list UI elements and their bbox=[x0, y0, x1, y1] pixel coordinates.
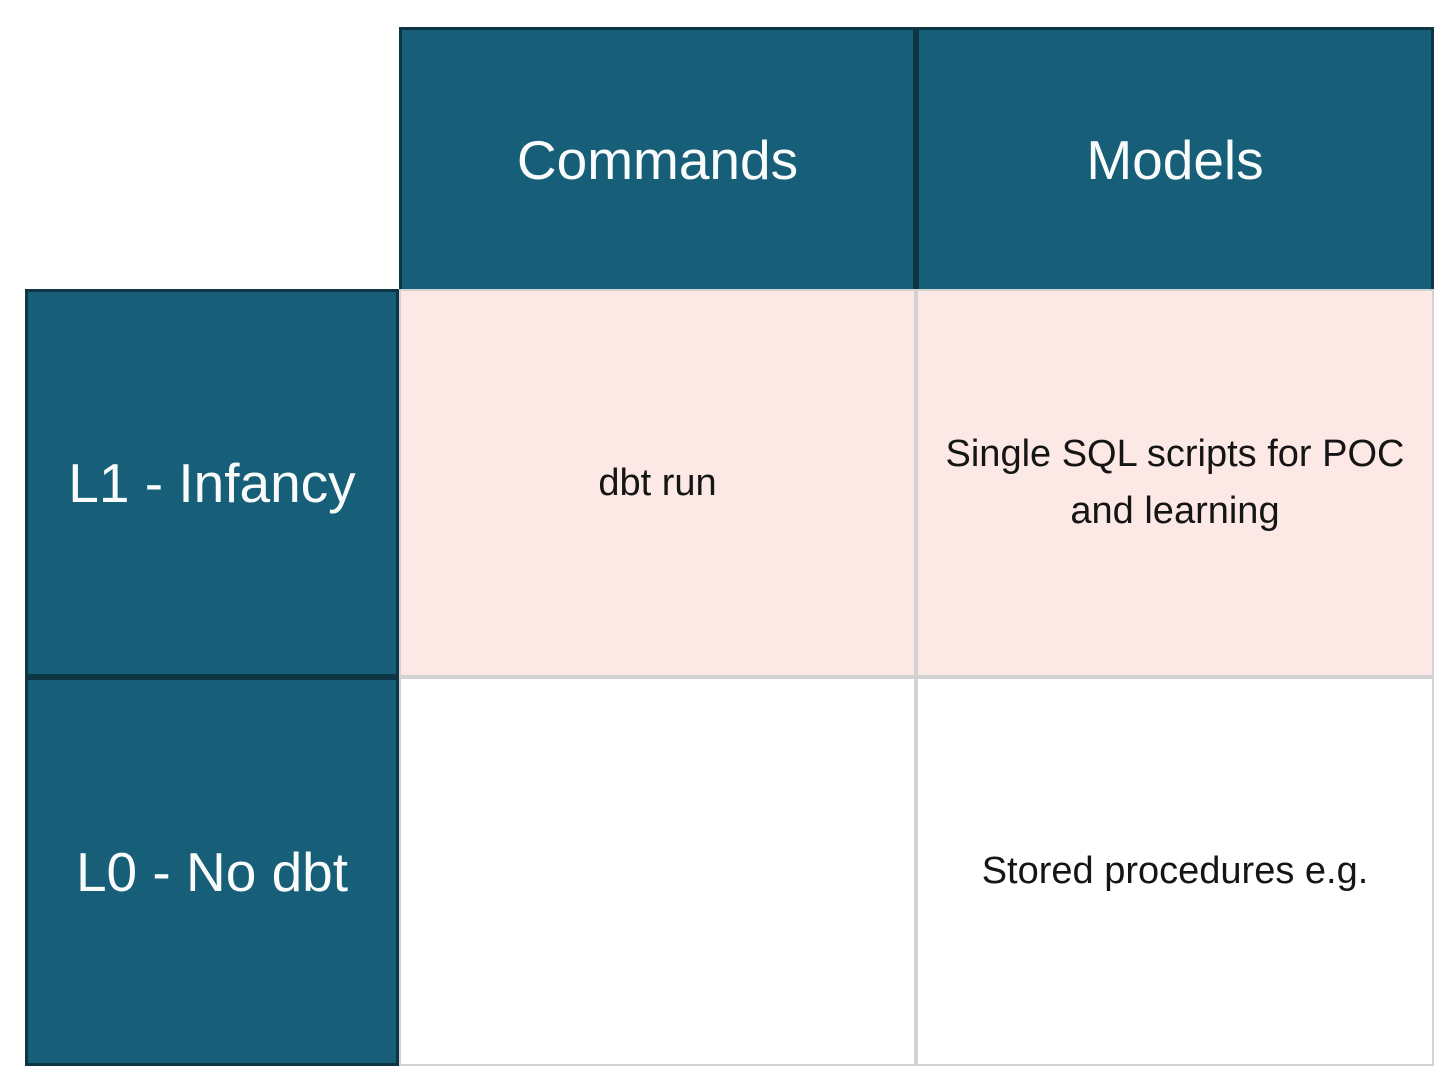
cell-l0-commands bbox=[399, 677, 916, 1066]
cell-l1-commands: dbt run bbox=[399, 289, 916, 677]
column-header-models: Models bbox=[916, 27, 1434, 289]
row-header-l0-label: L0 - No dbt bbox=[75, 840, 349, 903]
row-header-l1-infancy: L1 - Infancy bbox=[25, 289, 399, 677]
column-header-commands-label: Commands bbox=[516, 128, 799, 191]
maturity-matrix-table: Commands Models L1 - Infancy dbt run Sin… bbox=[25, 27, 1434, 1066]
cell-l1-models: Single SQL scripts for POC and learning bbox=[916, 289, 1434, 677]
column-header-models-label: Models bbox=[1086, 128, 1264, 191]
row-header-l1-label: L1 - Infancy bbox=[68, 452, 356, 514]
column-header-commands: Commands bbox=[399, 27, 916, 289]
cell-l0-models-text: Stored procedures e.g. bbox=[981, 850, 1369, 892]
cell-l1-models-text: Single SQL scripts for POC and learning bbox=[945, 433, 1405, 532]
cell-l0-models: Stored procedures e.g. bbox=[916, 677, 1434, 1066]
row-header-l0-no-dbt: L0 - No dbt bbox=[25, 677, 399, 1066]
cell-l1-commands-text: dbt run bbox=[598, 461, 717, 504]
corner-cell bbox=[25, 27, 399, 289]
